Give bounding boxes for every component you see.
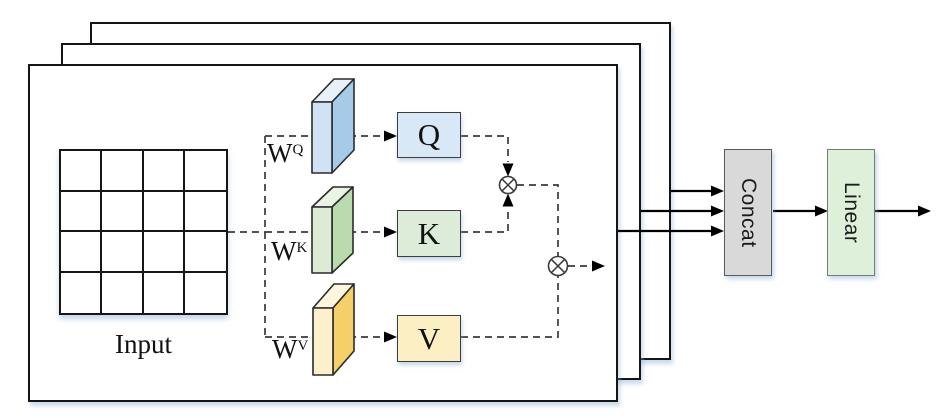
grid-cell [144,272,185,313]
grid-cell [61,272,103,313]
wq-label-sup: Q [292,142,304,158]
grid-cell [102,191,144,232]
concat-label: Concat [737,177,760,248]
q-box-label: Q [417,117,441,152]
v-box: V [397,315,461,362]
grid-cell [143,191,185,232]
input-label: Input [115,329,172,359]
wv-label-sup: V [297,338,309,354]
wk-label: WK [271,238,307,265]
q-box: Q [397,112,461,158]
grid-cell [184,151,226,192]
arrowhead-final-output [918,205,931,217]
grid-cell [184,232,226,273]
grid-cell [61,151,103,192]
grid-cell [184,192,226,232]
wq-label-base: W [267,138,293,168]
arrowhead-back-into-concat [711,185,724,197]
concat-box: Concat [724,149,772,276]
k-box-label: K [417,215,441,251]
grid-cell [143,151,185,192]
grid-cell [61,191,103,232]
arrowhead-middle-into-concat [711,205,724,217]
linear-label: Linear [840,181,863,244]
wv-label-base: W [272,334,298,364]
grid-cell [143,232,185,273]
linear-box: Linear [827,149,875,276]
wv-label: WV [272,336,308,363]
grid-cell [102,151,144,192]
v-box-label: V [417,320,441,356]
wk-label-base: W [271,236,297,266]
grid-cell [61,232,103,273]
grid-cell [102,272,144,313]
grid-cell [102,232,144,273]
input-grid [59,149,228,315]
wk-label-sup: K [296,240,308,256]
k-box: K [397,210,461,257]
arrowhead-front-into-concat [711,225,724,237]
grid-cell [185,273,226,314]
wq-label: WQ [267,140,303,167]
